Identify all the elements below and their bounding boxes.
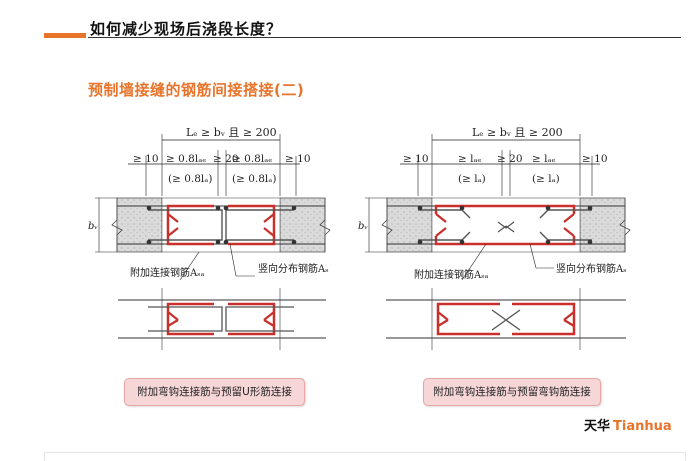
right-caption: 附加弯钩连接筋与预留弯钩筋连接 [423,378,601,406]
right-rebar-add-label: 附加连接钢筋Aₛₐ [414,268,489,281]
header-rule [88,37,681,38]
left-u-bar-left [166,204,214,246]
left-precast-wall-right [279,197,326,253]
title-accent-bar [44,33,86,38]
left-total-label: Lₑ ≥ bᵥ 且 ≥ 200 [186,126,277,139]
left-thickness-label: bᵥ [88,221,98,232]
left-detail-plan [118,288,326,350]
right-diagram: Lₑ ≥ bᵥ 且 ≥ 200 ≥ 10 ≥ 10 ≥ 20 ≥ lₐₑ (≥ … [358,126,631,350]
left-lap-right-top: ≥ 0.8lₐₑ [232,153,272,165]
left-edge-left: ≥ 10 [133,153,159,165]
right-precast-wall-left [386,197,433,253]
left-rebar-dist-label: 竖向分布钢筋Aₛ [258,262,329,275]
left-thickness-dim: bᵥ [88,197,117,253]
left-u-bar-right [228,204,276,246]
right-lap-left-bottom: (≥ lₐ) [458,173,486,185]
right-rebar-dist-label: 竖向分布钢筋Aₛ [556,262,627,275]
left-dim-laps: ≥ 10 ≥ 10 ≥ 20 ≥ 0.8lₐₑ (≥ 0.8lₐ) ≥ 0.8l… [128,150,311,196]
right-detail-plan [386,288,626,350]
right-gap: ≥ 20 [497,153,523,165]
left-caption: 附加弯钩连接筋与预留U形筋连接 [124,378,305,406]
right-lap-right-top: ≥ lₐₑ [532,153,556,165]
right-dim-laps: ≥ 10 ≥ 10 ≥ 20 ≥ lₐₑ (≥ lₐ) ≥ lₐₑ (≥ lₐ) [400,150,608,196]
right-lap-left-top: ≥ lₐₑ [458,153,482,165]
left-lap-right-bottom: (≥ 0.8lₐ) [232,173,276,185]
section-subtitle: 预制墙接缝的钢筋间接搭接(二) [88,81,305,99]
right-thickness-dim: bᵥ [358,197,387,253]
right-thickness-label: bᵥ [358,221,368,232]
left-rebar-add-label: 附加连接钢筋Aₛₐ [130,266,205,279]
left-lap-left-top: ≥ 0.8lₐₑ [166,153,206,165]
left-dim-total: Lₑ ≥ bᵥ 且 ≥ 200 [161,126,281,196]
right-edge-left: ≥ 10 [403,153,429,165]
right-edge-right: ≥ 10 [582,153,608,165]
left-lap-left-bottom: (≥ 0.8lₐ) [168,173,212,185]
left-edge-right: ≥ 10 [285,153,311,165]
brand-en: Tianhua [613,419,672,434]
right-total-label: Lₑ ≥ bᵥ 且 ≥ 200 [472,126,563,139]
brand-cn: 天华 [584,419,611,434]
page-title: 如何减少现场后浇段长度？ [90,20,283,38]
right-lap-right-bottom: (≥ lₐ) [532,173,560,185]
left-gap: ≥ 20 [213,153,239,165]
left-diagram: Lₑ ≥ bᵥ 且 ≥ 200 ≥ 10 ≥ 10 ≥ 20 ≥ 0.8lₐₑ … [88,126,331,350]
left-precast-wall-left [116,197,163,253]
right-dim-total: Lₑ ≥ bᵥ 且 ≥ 200 [431,126,581,196]
bottom-frame [44,452,686,461]
